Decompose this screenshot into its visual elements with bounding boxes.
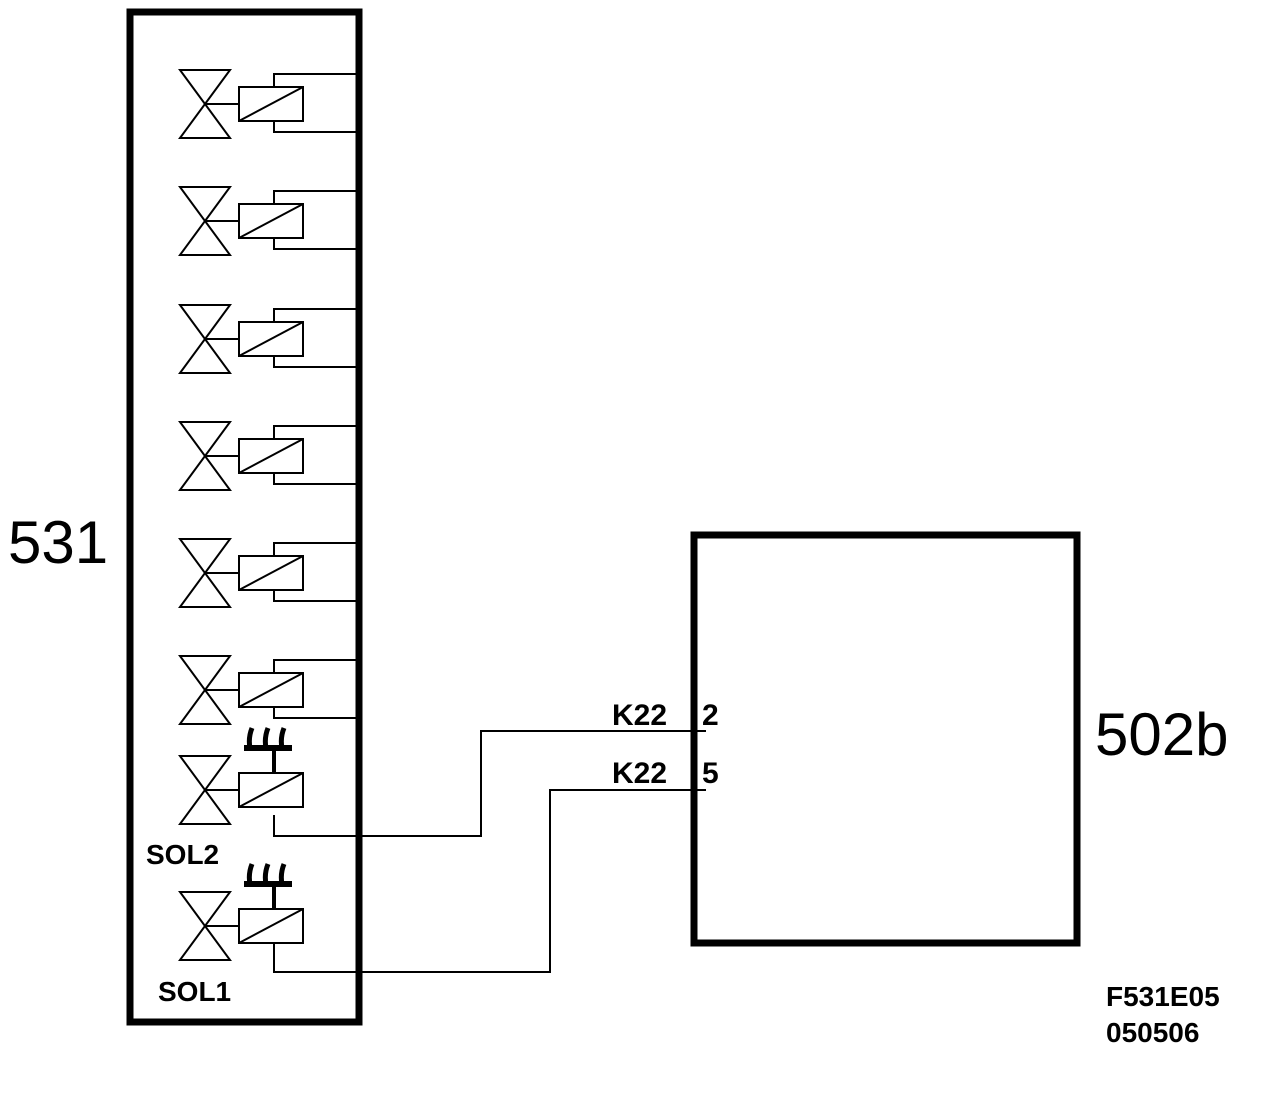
valve-2-wire-top [273, 190, 356, 204]
valve-1-coil-diagonal [238, 86, 304, 122]
valve-4-wire-top [273, 425, 356, 439]
valve-sol2-coil-diagonal [238, 772, 304, 808]
valve-4-coil-diagonal [238, 438, 304, 474]
valve-3-wire-top [273, 308, 356, 322]
module-502b-label: 502b [1095, 701, 1228, 768]
valve-3-wire-bottom [273, 356, 356, 368]
sol1-label: SOL1 [158, 976, 231, 1007]
module-502b-box [690, 531, 1081, 947]
valve-4-coil-icon [238, 438, 304, 474]
valve-5-coil-icon [238, 555, 304, 591]
module-531-label: 531 [8, 509, 108, 576]
valve-5-coil-diagonal [238, 555, 304, 591]
valve-5-wire-top [273, 542, 356, 556]
figure-code-line1: F531E05 [1106, 981, 1220, 1012]
valve-2-coil-icon [238, 203, 304, 239]
module-531-box [126, 8, 363, 1026]
valve-6-wire-bottom [273, 707, 356, 719]
valve-1-coil-icon [238, 86, 304, 122]
valve-5-wire-bottom [273, 590, 356, 602]
valve-1-wire-top [273, 73, 356, 87]
pin-5-label: 5 [702, 757, 719, 790]
valve-1-wire-bottom [273, 121, 356, 133]
valve-2-coil-diagonal [238, 203, 304, 239]
valve-sol1-coil-diagonal [238, 908, 304, 944]
valve-sol1-coil-icon [238, 908, 304, 944]
valve-6-wire-top [273, 659, 356, 673]
connector-k22-label-2: K22 [612, 757, 667, 790]
wire-sol2-k22-2 [273, 730, 706, 837]
valve-3-coil-icon [238, 321, 304, 357]
valve-6-coil-diagonal [238, 672, 304, 708]
sol2-label: SOL2 [146, 839, 219, 870]
pin-2-label: 2 [702, 699, 719, 732]
wire-sol1-k22-5 [273, 789, 706, 973]
valve-6-coil-icon [238, 672, 304, 708]
valve-sol2-terminal-prongs [246, 727, 287, 749]
valve-2-wire-bottom [273, 238, 356, 250]
valve-3-coil-diagonal [238, 321, 304, 357]
figure-code-line2: 050506 [1106, 1017, 1199, 1048]
valve-4-wire-bottom [273, 473, 356, 485]
connector-k22-label-1: K22 [612, 699, 667, 732]
valve-sol2-coil-icon [238, 772, 304, 808]
valve-sol1-terminal-prongs [246, 863, 287, 885]
solenoid-valve-group [178, 69, 356, 961]
